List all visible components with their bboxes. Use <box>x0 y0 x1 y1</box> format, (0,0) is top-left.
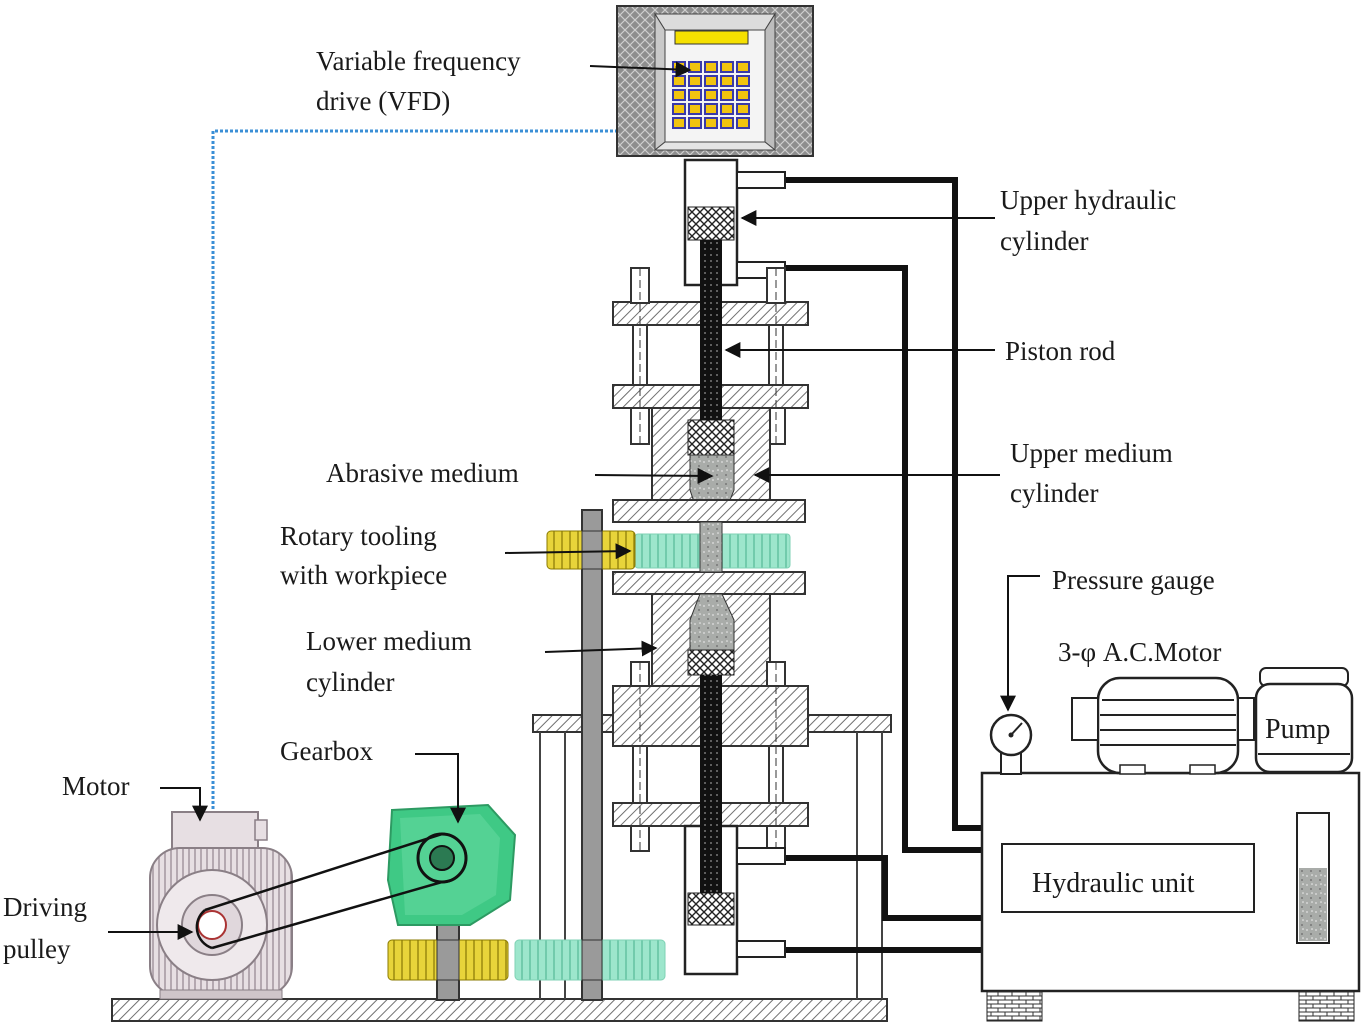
upper-piston <box>687 206 735 241</box>
vfd-display <box>674 30 749 45</box>
vfd-key <box>720 75 734 87</box>
labels: Variable frequency drive (VFD) Upper hyd… <box>3 46 1330 964</box>
vfd-key <box>688 89 702 101</box>
vfd-key <box>688 103 702 115</box>
vfd-key <box>672 117 686 129</box>
vfd-keypad <box>672 61 750 129</box>
label-ac-motor: 3-φ A.C.Motor <box>1058 637 1221 667</box>
label-motor: Motor <box>62 771 130 801</box>
vfd-key <box>672 89 686 101</box>
hydraulic-unit-box <box>1001 843 1255 913</box>
label-upper-medium-line1: Upper medium <box>1010 438 1173 468</box>
gearbox <box>386 803 517 1001</box>
vfd-cable <box>211 129 668 820</box>
label-gearbox: Gearbox <box>280 736 373 766</box>
driving-pulley <box>197 910 227 940</box>
vfd-key <box>704 103 718 115</box>
label-hydraulic-unit: Hydraulic unit <box>1032 868 1195 899</box>
vfd-key <box>720 89 734 101</box>
hydraulic-hoses <box>785 177 985 953</box>
label-rotary-line1: Rotary tooling <box>280 521 437 551</box>
vfd-key <box>672 75 686 87</box>
vfd-key <box>736 61 750 73</box>
label-piston-rod: Piston rod <box>1005 336 1116 366</box>
label-upper-hydraulic-line2: cylinder <box>1000 226 1088 256</box>
label-pressure-gauge: Pressure gauge <box>1052 565 1215 595</box>
vfd-key <box>736 75 750 87</box>
vfd-key <box>704 75 718 87</box>
vfd-key <box>704 61 718 73</box>
label-driving-line2: pulley <box>3 934 71 964</box>
vfd-key <box>720 103 734 115</box>
piston-rod-upper <box>700 240 722 420</box>
vfd-key <box>688 61 702 73</box>
label-upper-hydraulic-line1: Upper hydraulic <box>1000 185 1176 215</box>
pump <box>1254 667 1354 774</box>
label-lower-medium-line1: Lower medium <box>306 626 472 656</box>
label-vfd-line2: drive (VFD) <box>316 86 450 116</box>
label-lower-medium-line2: cylinder <box>306 667 394 697</box>
electric-motor <box>149 811 293 1000</box>
piston-rod-lower <box>700 675 722 893</box>
leader-lines <box>108 61 1040 940</box>
base-plate <box>111 998 888 1022</box>
vfd-key <box>720 117 734 129</box>
vfd-key <box>704 117 718 129</box>
vfd-key <box>736 117 750 129</box>
central-column <box>612 158 809 976</box>
drive-belt <box>204 832 443 950</box>
vfd-key <box>720 61 734 73</box>
label-rotary-line2: with workpiece <box>280 560 447 590</box>
vfd-key <box>736 103 750 115</box>
vfd-key <box>672 103 686 115</box>
label-driving-line1: Driving <box>3 892 87 922</box>
vfd-key <box>704 89 718 101</box>
vfd-unit <box>616 5 814 157</box>
label-vfd-line1: Variable frequency <box>316 46 521 76</box>
label-abrasive-medium: Abrasive medium <box>326 458 519 488</box>
vfd-key <box>688 75 702 87</box>
vfd-key <box>688 117 702 129</box>
ac-motor <box>1071 676 1255 775</box>
vfd-key <box>736 89 750 101</box>
label-pump: Pump <box>1265 714 1330 745</box>
pressure-gauge <box>989 713 1033 775</box>
label-upper-medium-line2: cylinder <box>1010 478 1098 508</box>
drive-shaft <box>514 509 666 1001</box>
